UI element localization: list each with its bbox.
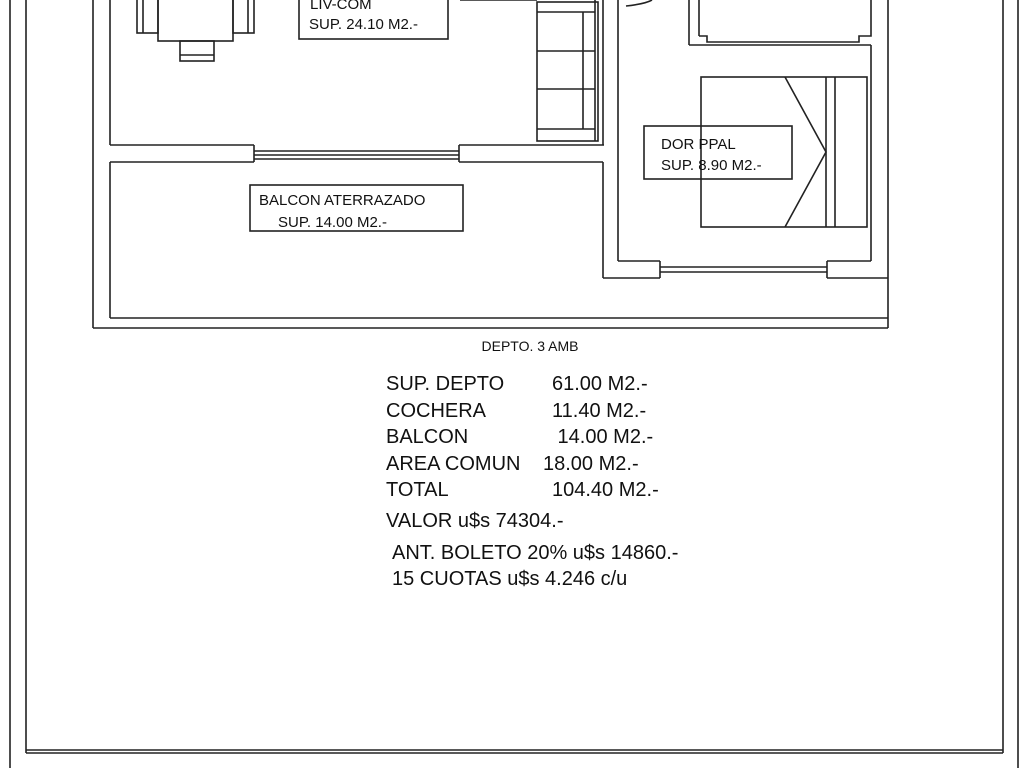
room-area: SUP. 14.00 M2.-	[278, 214, 387, 231]
row-label: BALCON	[386, 426, 469, 449]
room-name: BALCON ATERRAZADO	[259, 192, 425, 209]
anticipo-text: ANT. BOLETO 20% u$s 14860.-	[392, 542, 679, 564]
plan-caption: DEPTO. 3 AMB	[481, 338, 579, 354]
row-value: 104.40 M2.-	[552, 479, 659, 502]
area-summary: SUP. DEPTO 61.00 M2.- COCHERA 11.40 M2.- B…	[386, 371, 659, 504]
room-name: LIV-COM	[310, 0, 372, 13]
room-label-balcon: BALCON ATERRAZADO SUP. 14.00 M2.-	[249, 184, 464, 232]
closet	[688, 0, 872, 46]
row-value: 61.00 M2.-	[552, 373, 648, 395]
summary-row: SUP. DEPTO 61.00 M2.-	[386, 371, 648, 398]
living-balcony-wall	[110, 144, 604, 163]
bedroom-walls	[602, 0, 888, 279]
summary-row: TOTAL 104.40 M2.-	[386, 477, 659, 504]
room-area: SUP. 8.90 M2.-	[661, 157, 762, 174]
valor-text: VALOR u$s 74304.-	[386, 510, 564, 532]
bed-icon	[700, 76, 868, 228]
room-area: SUP. 24.10 M2.-	[309, 16, 418, 33]
row-value: 18.00 M2.-	[543, 452, 639, 475]
row-value: 11.40 M2.-	[552, 399, 647, 422]
row-value: 14.00 M2.-	[552, 426, 654, 449]
summary-row: COCHERA 11.40 M2.-	[386, 398, 646, 425]
sheet-frame	[9, 0, 1019, 768]
row-label: AREA COMUN	[386, 452, 521, 475]
summary-row: BALCON 14.00 M2.-	[386, 424, 653, 451]
window-living	[254, 150, 459, 160]
row-label: COCHERA	[386, 399, 487, 422]
summary-row: AREA COMUN 18.00 M2.-	[386, 451, 639, 478]
room-label-liv-com: LIV-COM SUP. 24.10 M2.-	[298, 0, 449, 40]
room-label-dor-ppal: DOR PPAL SUP. 8.90 M2.-	[643, 125, 793, 180]
dining-table-icon	[136, 0, 255, 62]
door-swing-icon	[625, 0, 653, 7]
row-label: SUP. DEPTO	[386, 373, 505, 395]
sofa-icon	[536, 0, 599, 142]
window-bedroom	[660, 266, 827, 273]
room-name: DOR PPAL	[661, 136, 736, 153]
exterior-walls	[92, 0, 889, 329]
row-label: TOTAL	[386, 479, 449, 502]
cuotas-text: 15 CUOTAS u$s 4.246 c/u	[392, 568, 628, 590]
